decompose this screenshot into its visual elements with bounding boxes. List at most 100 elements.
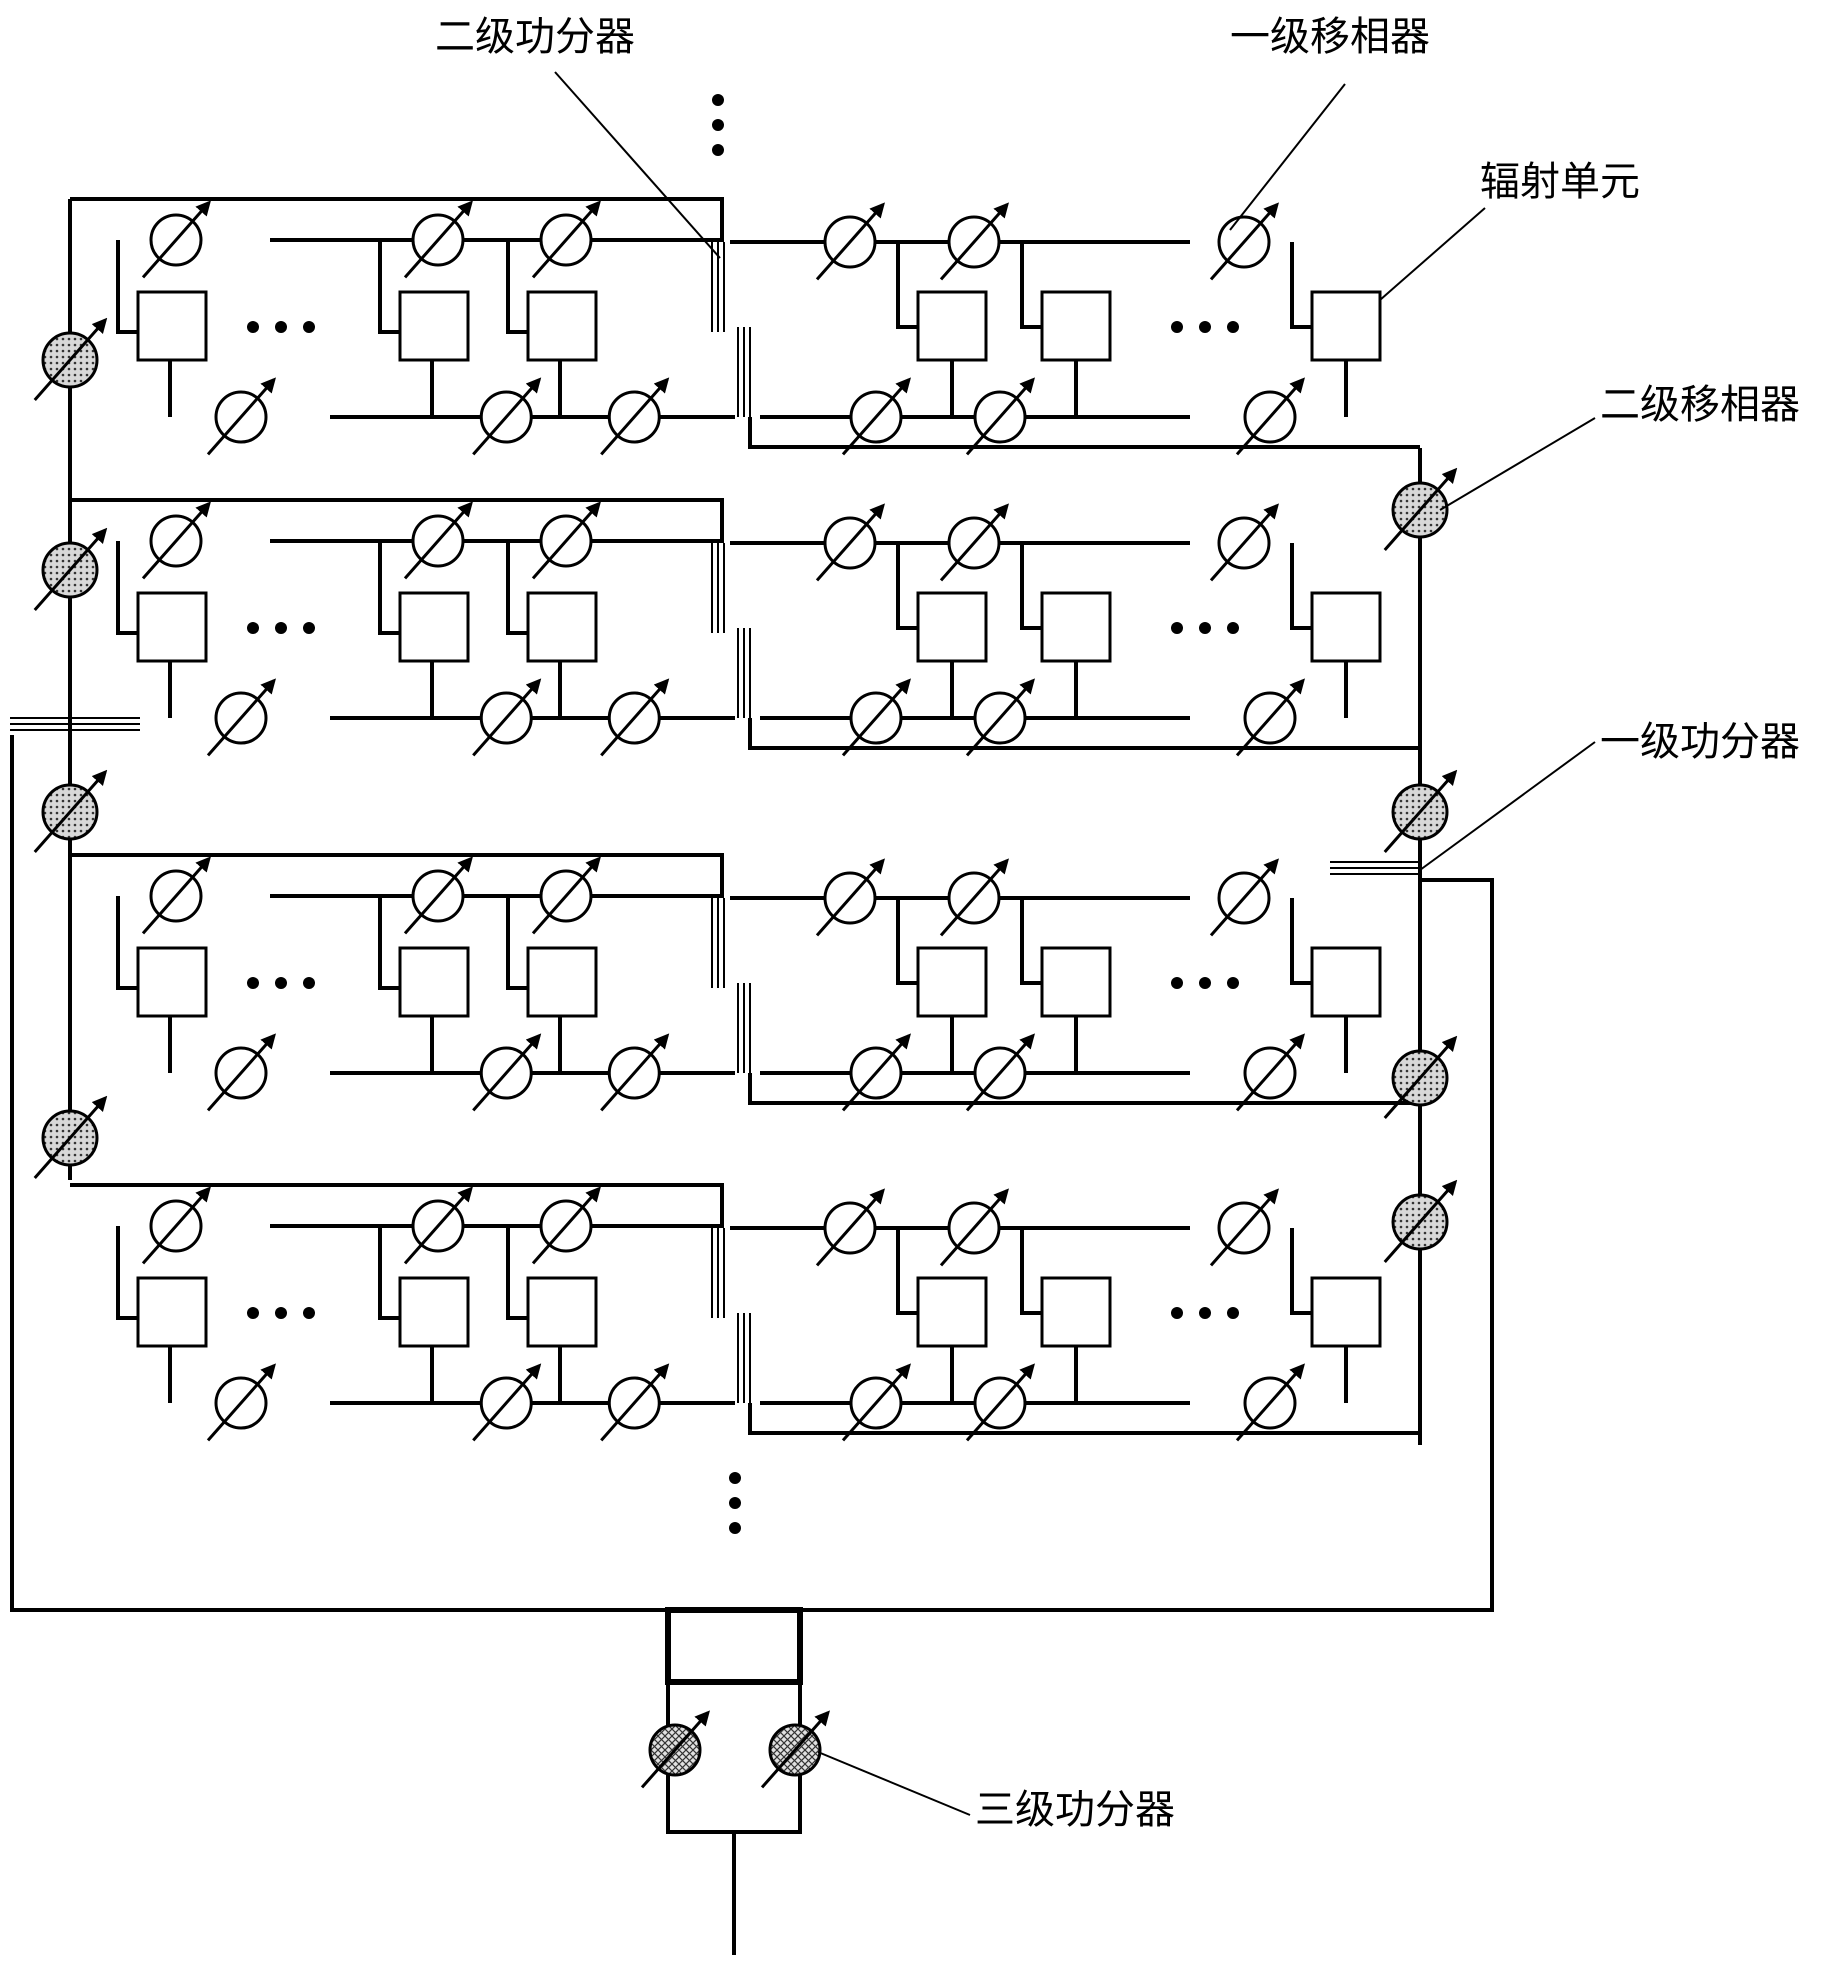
leader-line: [1229, 83, 1346, 231]
first-level-phase-shifter-icon: [1209, 202, 1279, 281]
label-second-phase-shifter: 二级移相器: [1600, 382, 1800, 428]
feed-line: [1290, 1228, 1312, 1315]
first-level-phase-shifter-icon: [815, 858, 885, 937]
leader-line: [1439, 417, 1596, 511]
feed-line: [896, 1228, 918, 1315]
feed-line: [1290, 543, 1312, 630]
radiating-element-box: [916, 1276, 988, 1348]
radiating-element-box: [136, 1276, 208, 1348]
radiating-element-box: [526, 1276, 598, 1348]
callout-labels: 二级功分器 一级移相器 辐射单元 二级移相器 一级功分器 三级功分器: [435, 14, 1800, 1833]
ellipsis-dot: [303, 622, 315, 634]
feed-line: [748, 718, 1420, 750]
third-level-phase-shifter-icon: [760, 1710, 830, 1789]
second-level-phase-shifter-icon: [33, 769, 108, 853]
radiating-element-box: [136, 946, 208, 1018]
first-level-phase-shifter-icon: [841, 377, 911, 456]
radiating-element-box: [526, 290, 598, 362]
second-level-phase-shifter-icon: [1383, 1179, 1458, 1263]
first-level-phase-shifter-icon: [141, 501, 211, 580]
feed-line: [70, 1183, 724, 1228]
feed-line: [896, 898, 918, 985]
first-level-phase-shifter-icon: [531, 501, 601, 580]
first-level-phase-shifter-icon: [600, 377, 670, 456]
first-level-phase-shifter-icon: [403, 856, 473, 935]
first-level-phase-shifter-icon: [965, 1363, 1035, 1442]
label-radiating-element: 辐射单元: [1480, 159, 1640, 205]
feed-line: [116, 896, 138, 990]
second-level-phase-shifter-icon: [1383, 769, 1458, 853]
feed-line: [116, 240, 138, 334]
radiating-element-box: [398, 1276, 470, 1348]
ellipsis-dot: [1227, 977, 1239, 989]
radiating-element-box: [136, 591, 208, 663]
first-level-phase-shifter-icon: [939, 202, 1009, 281]
first-level-phase-shifter-icon: [841, 678, 911, 757]
leader-line: [554, 71, 721, 259]
first-level-phase-shifter-icon: [141, 1186, 211, 1265]
first-level-phase-shifter-icon: [206, 678, 276, 757]
ellipsis-dot: [275, 1307, 287, 1319]
radiating-element-box: [1040, 946, 1112, 1018]
radiating-element-box: [1310, 1276, 1382, 1348]
first-level-phase-shifter-icon: [965, 377, 1035, 456]
ellipsis-dot: [1199, 977, 1211, 989]
radiating-element-box: [136, 290, 208, 362]
feed-line: [10, 735, 668, 1612]
ellipsis-dot: [729, 1522, 741, 1534]
radiating-element-box: [526, 591, 598, 663]
feed-line: [896, 242, 918, 329]
second-level-phase-shifter-icon: [33, 1095, 108, 1179]
first-level-phase-shifter-icon: [531, 200, 601, 279]
feed-line: [1020, 242, 1042, 329]
ellipsis-dot: [712, 144, 724, 156]
feed-line: [748, 1403, 1420, 1435]
first-level-phase-shifter-icon: [531, 1186, 601, 1265]
ellipsis-dot: [712, 119, 724, 131]
feed-line: [896, 543, 918, 630]
ellipsis-dot: [1227, 622, 1239, 634]
second-level-phase-shifter-icon: [1383, 1035, 1458, 1119]
first-level-phase-shifter-icon: [206, 1033, 276, 1112]
label-third-power-divider: 三级功分器: [975, 1787, 1175, 1833]
second-level-phase-shifter-icon: [1383, 467, 1458, 551]
first-level-phase-shifter-icon: [1235, 678, 1305, 757]
feed-line: [70, 853, 724, 898]
first-level-phase-shifter-icon: [531, 856, 601, 935]
feed-line: [506, 240, 528, 334]
first-level-phase-shifter-icon: [1209, 503, 1279, 582]
feed-line: [1020, 898, 1042, 985]
first-level-phase-shifter-icon: [472, 1363, 542, 1442]
first-level-phase-shifter-icon: [600, 1033, 670, 1112]
feed-line: [800, 878, 1494, 1612]
radiating-element-box: [398, 290, 470, 362]
leader-line: [817, 1751, 971, 1816]
radiating-element-box: [398, 946, 470, 1018]
feed-line: [506, 1226, 528, 1320]
first-level-phase-shifter-icon: [403, 1186, 473, 1265]
leader-line: [1419, 741, 1596, 871]
feed-line: [1020, 1228, 1042, 1315]
leader-line: [1379, 207, 1486, 301]
ellipsis-dot: [1227, 1307, 1239, 1319]
first-level-phase-shifter-icon: [206, 377, 276, 456]
radiating-element-box: [1040, 591, 1112, 663]
first-level-phase-shifter-icon: [403, 501, 473, 580]
ellipsis-dot: [1171, 321, 1183, 333]
feed-line: [506, 541, 528, 635]
ellipsis-dot: [247, 1307, 259, 1319]
radiating-element-box: [916, 946, 988, 1018]
radiating-element-box: [1040, 290, 1112, 362]
radiating-element-box: [398, 591, 470, 663]
ellipsis-dot: [275, 622, 287, 634]
first-level-phase-shifter-icon: [815, 503, 885, 582]
ellipsis-dot: [303, 977, 315, 989]
ellipsis-dot: [1171, 1307, 1183, 1319]
first-level-phase-shifter-icon: [403, 200, 473, 279]
first-level-phase-shifter-icon: [841, 1363, 911, 1442]
ellipsis-dot: [275, 977, 287, 989]
ellipsis-dot: [712, 94, 724, 106]
label-second-power-divider: 二级功分器: [435, 14, 635, 60]
first-level-phase-shifter-icon: [472, 678, 542, 757]
